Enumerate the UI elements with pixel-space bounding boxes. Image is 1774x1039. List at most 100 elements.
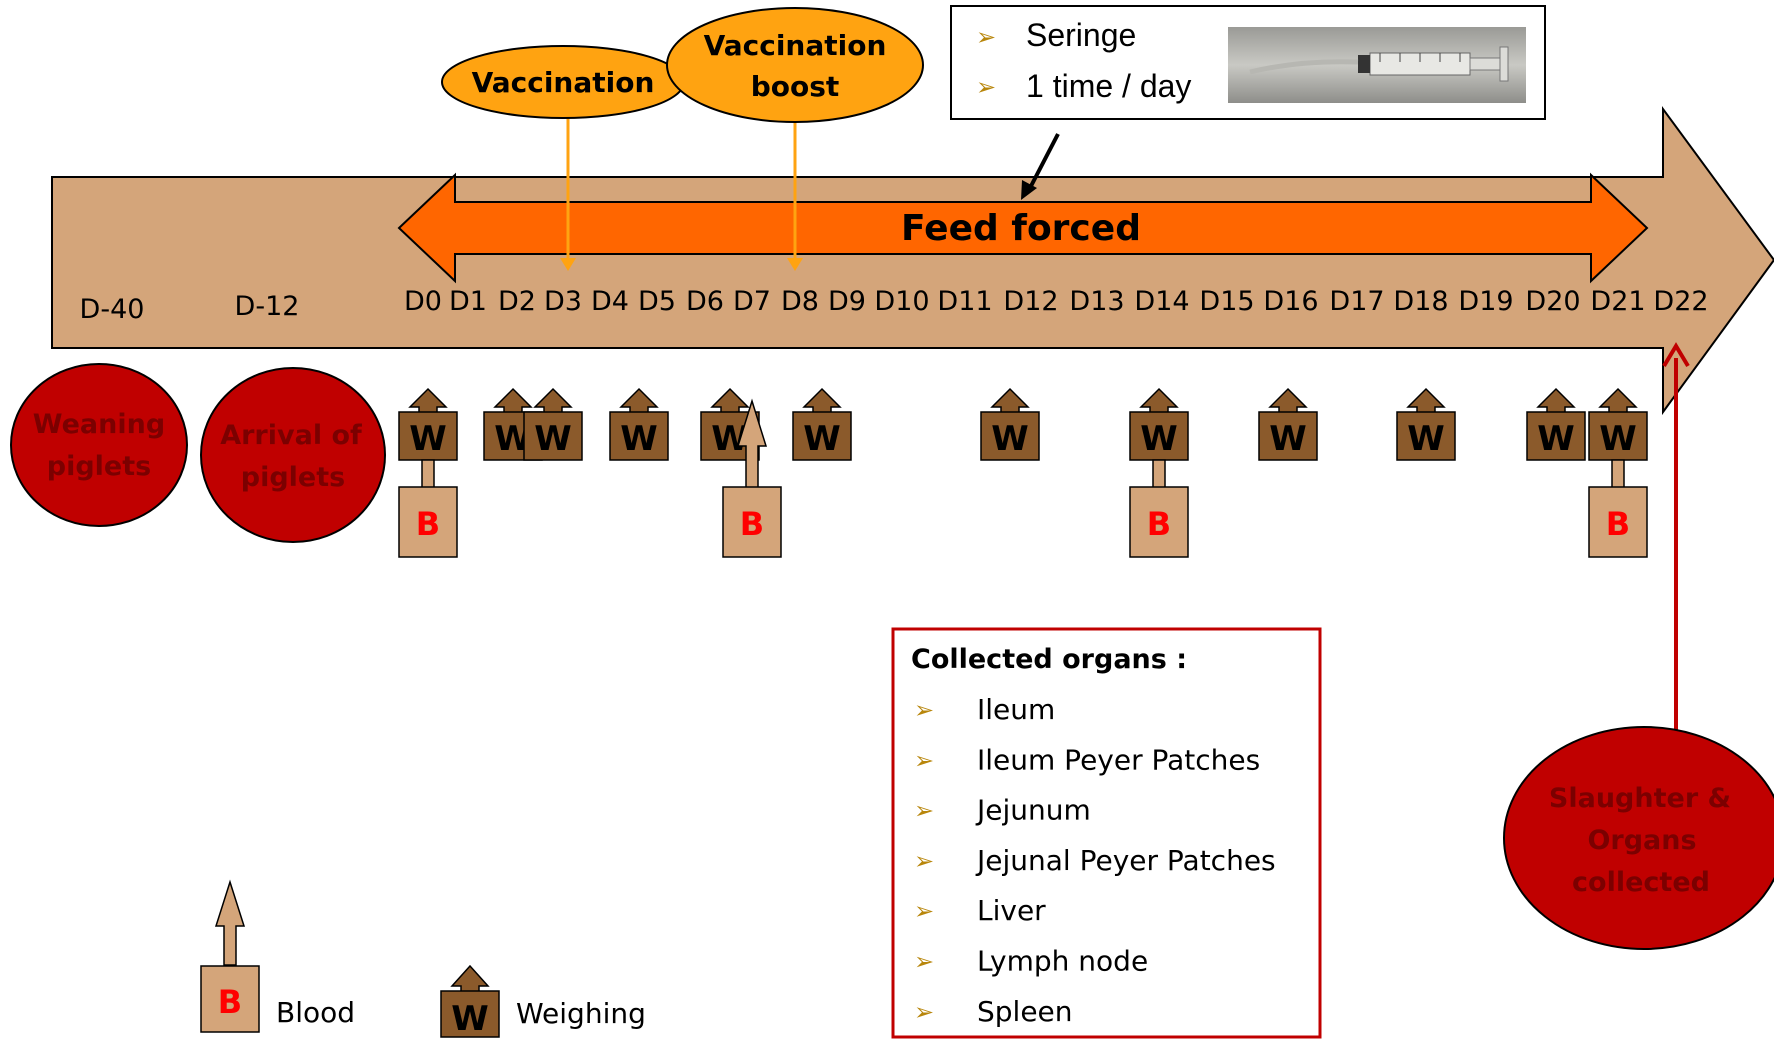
- blood-marker-letter: B: [1147, 505, 1171, 543]
- blood-marker-body: [1129, 486, 1189, 558]
- organ-list: ➢Ileum➢Ileum Peyer Patches➢Jejunum➢Jejun…: [914, 693, 1276, 1028]
- legend-weighing-label: Weighing: [516, 997, 646, 1030]
- blood-marker-body: [722, 486, 782, 558]
- day-label: D14: [1134, 286, 1189, 317]
- weighing-marker-body: [609, 411, 669, 461]
- blood-marker-letter: B: [416, 505, 440, 543]
- weighing-marker-letter: W: [534, 419, 572, 459]
- vaccination-label: Vaccination: [472, 66, 655, 99]
- day-label: D6: [686, 286, 724, 317]
- blood-marker-letter: B: [740, 505, 764, 543]
- arrival-line1: Arrival of: [220, 420, 362, 451]
- bullet-icon: ➢: [914, 697, 934, 724]
- vaccination-boost-marker: Vaccination boost: [666, 7, 924, 271]
- day-label-d-40: D-40: [80, 294, 145, 325]
- organ-item: Spleen: [977, 995, 1073, 1028]
- day-label: D4: [591, 286, 629, 317]
- weighing-marker-handle: [1406, 387, 1446, 414]
- weaning-line2: piglets: [47, 451, 151, 482]
- arrival-event: Arrival of piglets: [200, 367, 386, 543]
- day-label: D16: [1263, 286, 1318, 317]
- weighing-marker: W: [609, 387, 669, 461]
- weighing-marker-body: [1526, 411, 1586, 461]
- weighing-marker: W: [980, 387, 1040, 461]
- seringe-label: Seringe: [1026, 17, 1136, 53]
- weighing-marker-handle: [619, 387, 659, 414]
- day-label: D20: [1525, 286, 1580, 317]
- bullet-icon: ➢: [914, 999, 934, 1026]
- bullet-icon: ➢: [914, 949, 934, 976]
- blood-marker: B: [1588, 459, 1648, 558]
- organs-title: Collected organs :: [911, 644, 1187, 675]
- day-label: D11: [937, 286, 992, 317]
- day-label: D2: [498, 286, 536, 317]
- vaccination-boost-line1: Vaccination: [704, 29, 887, 62]
- weaning-line1: Weaning: [33, 409, 165, 440]
- legend-weighing-letter: W: [451, 999, 489, 1039]
- organ-item: Ileum Peyer Patches: [977, 743, 1260, 776]
- slaughter-line2: Organs: [1587, 825, 1696, 856]
- day-label: D17: [1329, 286, 1384, 317]
- weighing-marker-handle: [1598, 387, 1638, 414]
- slaughter-event: Slaughter & Organs collected: [1503, 342, 1774, 950]
- slaughter-line1: Slaughter &: [1549, 783, 1731, 814]
- weighing-marker-letter: W: [409, 419, 447, 459]
- day-label: D15: [1199, 286, 1254, 317]
- weighing-marker-body: [1396, 411, 1456, 461]
- weighing-marker-letter: W: [1599, 419, 1637, 459]
- day-label: D1: [449, 286, 487, 317]
- weighing-marker-handle: [990, 387, 1030, 414]
- blood-marker-stem: [1611, 459, 1625, 489]
- weighing-marker: W: [1396, 387, 1456, 461]
- weighing-marker-handle: [710, 387, 750, 414]
- organ-item: Liver: [977, 894, 1046, 927]
- weighing-marker-body: [1588, 411, 1648, 461]
- bullet-icon: ➢: [914, 747, 934, 774]
- organ-item: Jejunal Peyer Patches: [975, 844, 1276, 877]
- legend-weighing-icon: W: [440, 964, 500, 1039]
- bullet-icon: ➢: [976, 24, 996, 51]
- organ-item: Lymph node: [977, 945, 1148, 978]
- day-label: D8: [781, 286, 819, 317]
- day-label: D21: [1590, 286, 1645, 317]
- weighing-marker-letter: W: [991, 419, 1029, 459]
- blood-marker: B: [398, 459, 458, 558]
- weighing-marker-letter: W: [1407, 419, 1445, 459]
- bullet-icon: ➢: [914, 848, 934, 875]
- weighing-marker-body: [980, 411, 1040, 461]
- blood-marker: B: [1129, 459, 1189, 558]
- day-label: D22: [1653, 286, 1708, 317]
- weighing-marker-body: [792, 411, 852, 461]
- weighing-marker: W: [398, 387, 458, 461]
- day-label: D0: [404, 286, 442, 317]
- weaning-event: Weaning piglets: [10, 363, 188, 527]
- weighing-marker: W: [792, 387, 852, 461]
- feed-forced-label: Feed forced: [901, 208, 1141, 249]
- day-label-d-12: D-12: [235, 291, 300, 322]
- weighing-marker-letter: W: [1537, 419, 1575, 459]
- weighing-marker: W: [1258, 387, 1318, 461]
- weighing-marker-body: [1258, 411, 1318, 461]
- day-label: D10: [874, 286, 929, 317]
- feed-forced-arrow: [397, 172, 1649, 284]
- blood-marker-stem: [1152, 459, 1166, 489]
- day-label: D9: [828, 286, 866, 317]
- blood-marker-stem: [421, 459, 435, 489]
- weighing-marker: W: [1129, 387, 1189, 461]
- organ-item: Ileum: [977, 693, 1055, 726]
- weighing-marker-handle: [1268, 387, 1308, 414]
- blood-marker-body: [1588, 486, 1648, 558]
- bullet-icon: ➢: [914, 898, 934, 925]
- weighing-marker-handle: [802, 387, 842, 414]
- collected-organs-box: Collected organs : ➢ Ileum ➢ Ileum Peyer Pa…: [891, 627, 1322, 1039]
- day-label: D5: [638, 286, 676, 317]
- bullet-icon: ➢: [976, 74, 996, 101]
- day-label: D13: [1069, 286, 1124, 317]
- weighing-marker-handle: [533, 387, 573, 414]
- weighing-marker-letter: W: [803, 419, 841, 459]
- legend-blood-label: Blood: [276, 996, 355, 1029]
- weighing-marker-letter: W: [620, 419, 658, 459]
